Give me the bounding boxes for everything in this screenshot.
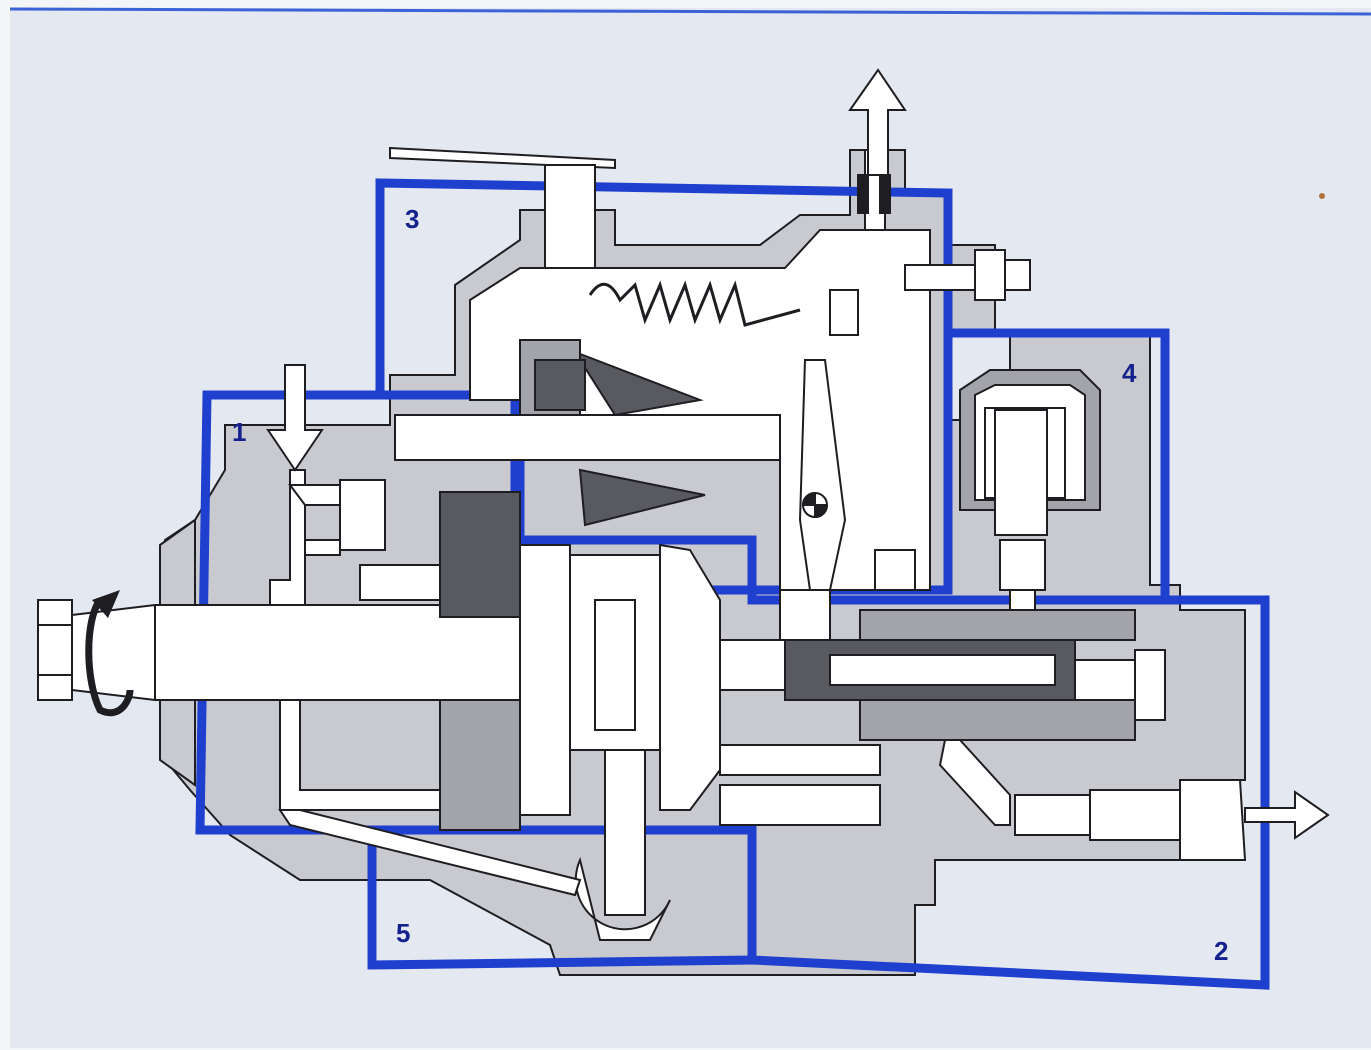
fuel-inlet-arrow (266, 364, 324, 472)
zone-1-label: 1 (232, 417, 246, 447)
drive-shaft (71, 604, 521, 701)
zone-5-passage (278, 809, 582, 897)
distributor-plunger-assembly (519, 543, 1247, 941)
rotation-arrow-icon (85, 590, 134, 716)
shutoff-solenoid (959, 369, 1101, 631)
governor-assembly (389, 146, 1031, 591)
zone-4-label: 4 (1122, 358, 1137, 388)
fuel-outlet-arrow (1244, 790, 1330, 840)
zone-5-label: 5 (396, 918, 410, 948)
drive-shaft-assembly (37, 469, 521, 831)
zone-3-label: 3 (405, 204, 419, 234)
fuel-return-arrow (848, 68, 907, 176)
zone-2-label: 2 (1214, 936, 1228, 966)
drive-nut (37, 599, 73, 701)
governor-spring (588, 280, 801, 327)
top-edge-line (9, 7, 1371, 16)
print-speck (1319, 193, 1325, 199)
